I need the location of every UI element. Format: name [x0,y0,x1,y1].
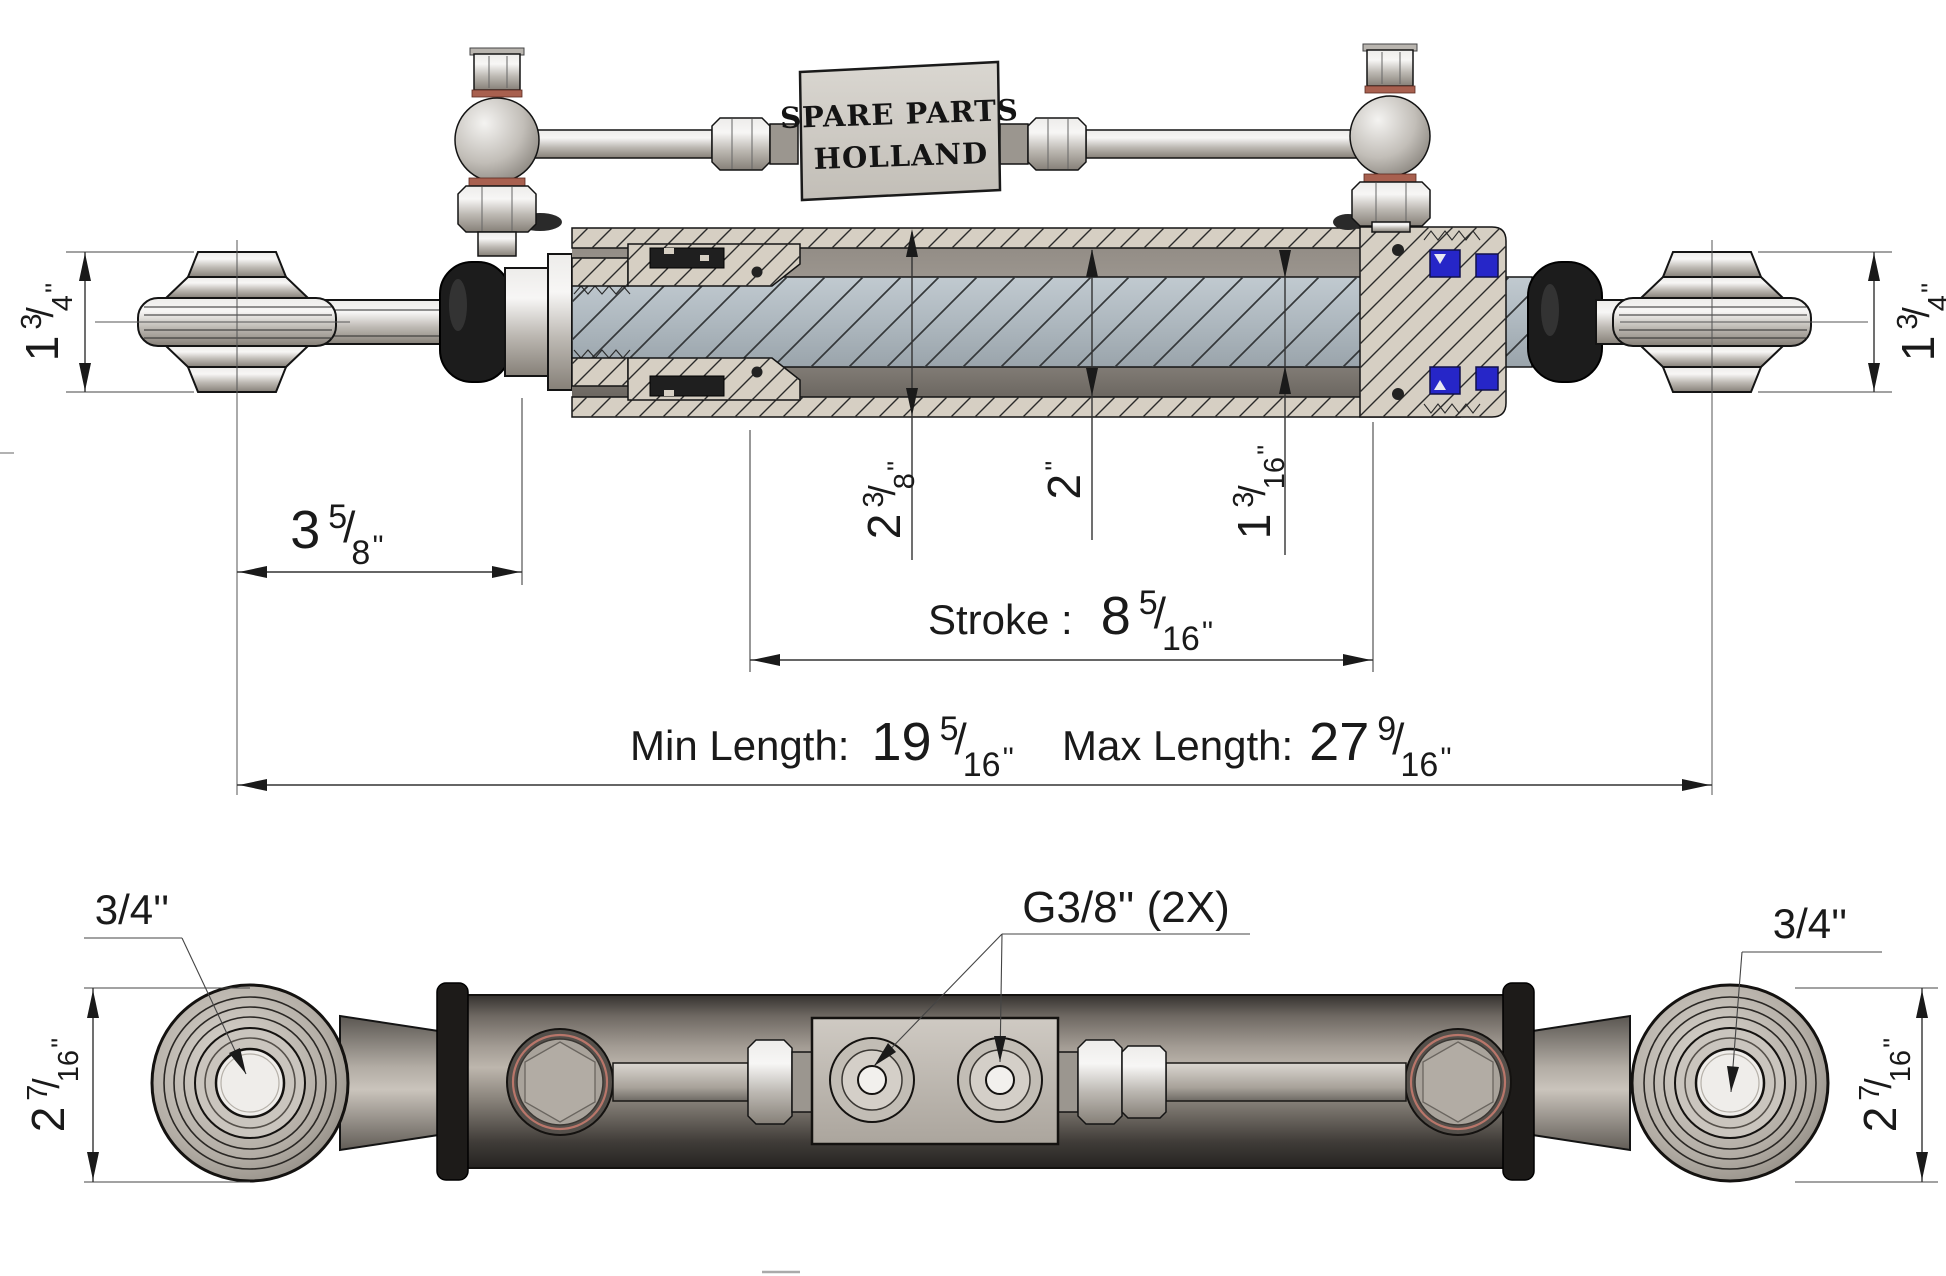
hex-nut [1351,181,1431,227]
dim-pin-right: 3/4'' [1727,900,1882,1093]
hex-nut [1077,1039,1123,1125]
right-elbow-fitting [1349,43,1431,233]
elbow-ball [454,97,540,183]
pipe-right [1165,1062,1407,1102]
left-eye [150,983,350,1183]
dim-od: 23/8'' [858,229,921,560]
cylinder-head-section [1359,226,1507,418]
rod-collar [504,267,549,377]
copper-washer [1364,85,1416,94]
dim-text-bore: 2'' [1038,461,1090,500]
seal-blue [1475,366,1499,391]
label-plate: SPARE PARTS HOLLAND [780,60,1020,202]
dim-text-eye-height-left: 13/4'' [16,283,79,361]
thread-right-top [1423,230,1481,241]
hex-nut [711,117,771,171]
seal-blue [1475,253,1499,278]
port-block [810,1016,1060,1146]
dim-rod: 13/16'' [1228,250,1291,555]
top-view-section: SPARE PARTS HOLLAND 13/4'' [16,43,1946,795]
dim-text-od: 23/8'' [858,461,921,539]
dim-text-eye-width-left: 27/16'' [22,1038,85,1133]
elbow-ball [1349,95,1431,177]
gland-section [571,243,801,401]
dim-text-eye-width-right: 27/16'' [1854,1038,1917,1133]
pin-hole [214,1047,286,1119]
thread-right-bottom [1423,403,1481,414]
dim-text-ports: G3/8'' (2X) [1022,883,1230,932]
plate-line1: SPARE PARTS [780,93,1020,135]
left-elbow-fitting [454,47,540,257]
copper-washer [468,177,526,187]
dim-bore: 2'' [1038,249,1098,540]
dim-text-eye-height-right: 13/4'' [1892,283,1946,361]
dim-ports: G3/8'' (2X) [873,883,1250,1067]
thread-left-top [573,285,631,295]
left-neck [339,1014,446,1152]
dim-text-pin-right: 3/4'' [1773,900,1847,947]
hose-tube-left [533,129,713,159]
hex-nut [1027,117,1087,171]
hex-nut [457,185,537,233]
port-hole [857,1065,887,1095]
left-end-band [436,982,469,1181]
right-neck [1525,1014,1631,1152]
dim-eye-width-left: 27/16'' [22,987,250,1183]
hose-assembly [454,43,1431,257]
hose-tube-right [1085,129,1357,159]
dim-pin-left: 3/4'' [84,886,247,1075]
hex-nut [1121,1045,1167,1119]
bottom-view-external: 3/4'' 3/4'' G3/8'' (2X) 27/1 [22,883,1938,1183]
pipe-left [612,1062,749,1102]
dim-eye-height-right: 13/4'' [1758,251,1946,393]
plate-line2: HOLLAND [813,136,989,176]
left-rubber-boot [439,261,511,383]
dim-eye-height-left: 13/4'' [16,251,194,393]
right-rubber-boot [1527,261,1603,383]
dim-eye-width-right: 27/16'' [1795,987,1938,1183]
dim-text-pin-left: 3/4'' [95,886,169,933]
copper-washer [1363,173,1417,183]
left-hex-plug [506,1028,614,1136]
port-hole [985,1065,1015,1095]
right-hex-plug [1404,1028,1512,1136]
hex-nut [747,1039,793,1125]
thread-left-bottom [573,349,631,359]
copper-washer [471,89,523,98]
dim-text-rod: 13/16'' [1228,445,1291,540]
rod-flange [547,253,573,391]
